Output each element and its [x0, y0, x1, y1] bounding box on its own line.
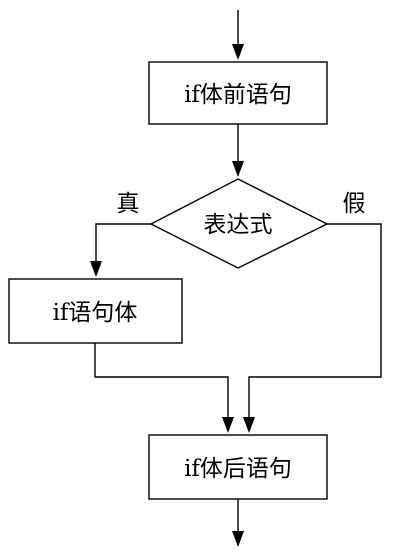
true-branch-edge [90, 223, 151, 277]
before-if-statement-label: if体前语句 [184, 82, 292, 108]
if-body-label: if语句体 [53, 300, 138, 326]
true-branch-label: 真 [117, 191, 140, 217]
before-if-statement-node: if体前语句 [148, 61, 328, 125]
if-body-node: if语句体 [8, 278, 183, 344]
exit-arrow [232, 499, 244, 547]
entry-arrow [232, 10, 244, 60]
false-branch-edge [243, 223, 382, 433]
after-if-statement-node: if体后语句 [148, 434, 328, 500]
after-if-statement-label: if体后语句 [184, 456, 292, 482]
condition-node: 表达式 [149, 178, 329, 269]
condition-label: 表达式 [204, 212, 273, 238]
body-to-after-edge [94, 343, 234, 433]
false-branch-label: 假 [343, 191, 366, 217]
arrow-before-to-condition [232, 124, 244, 177]
